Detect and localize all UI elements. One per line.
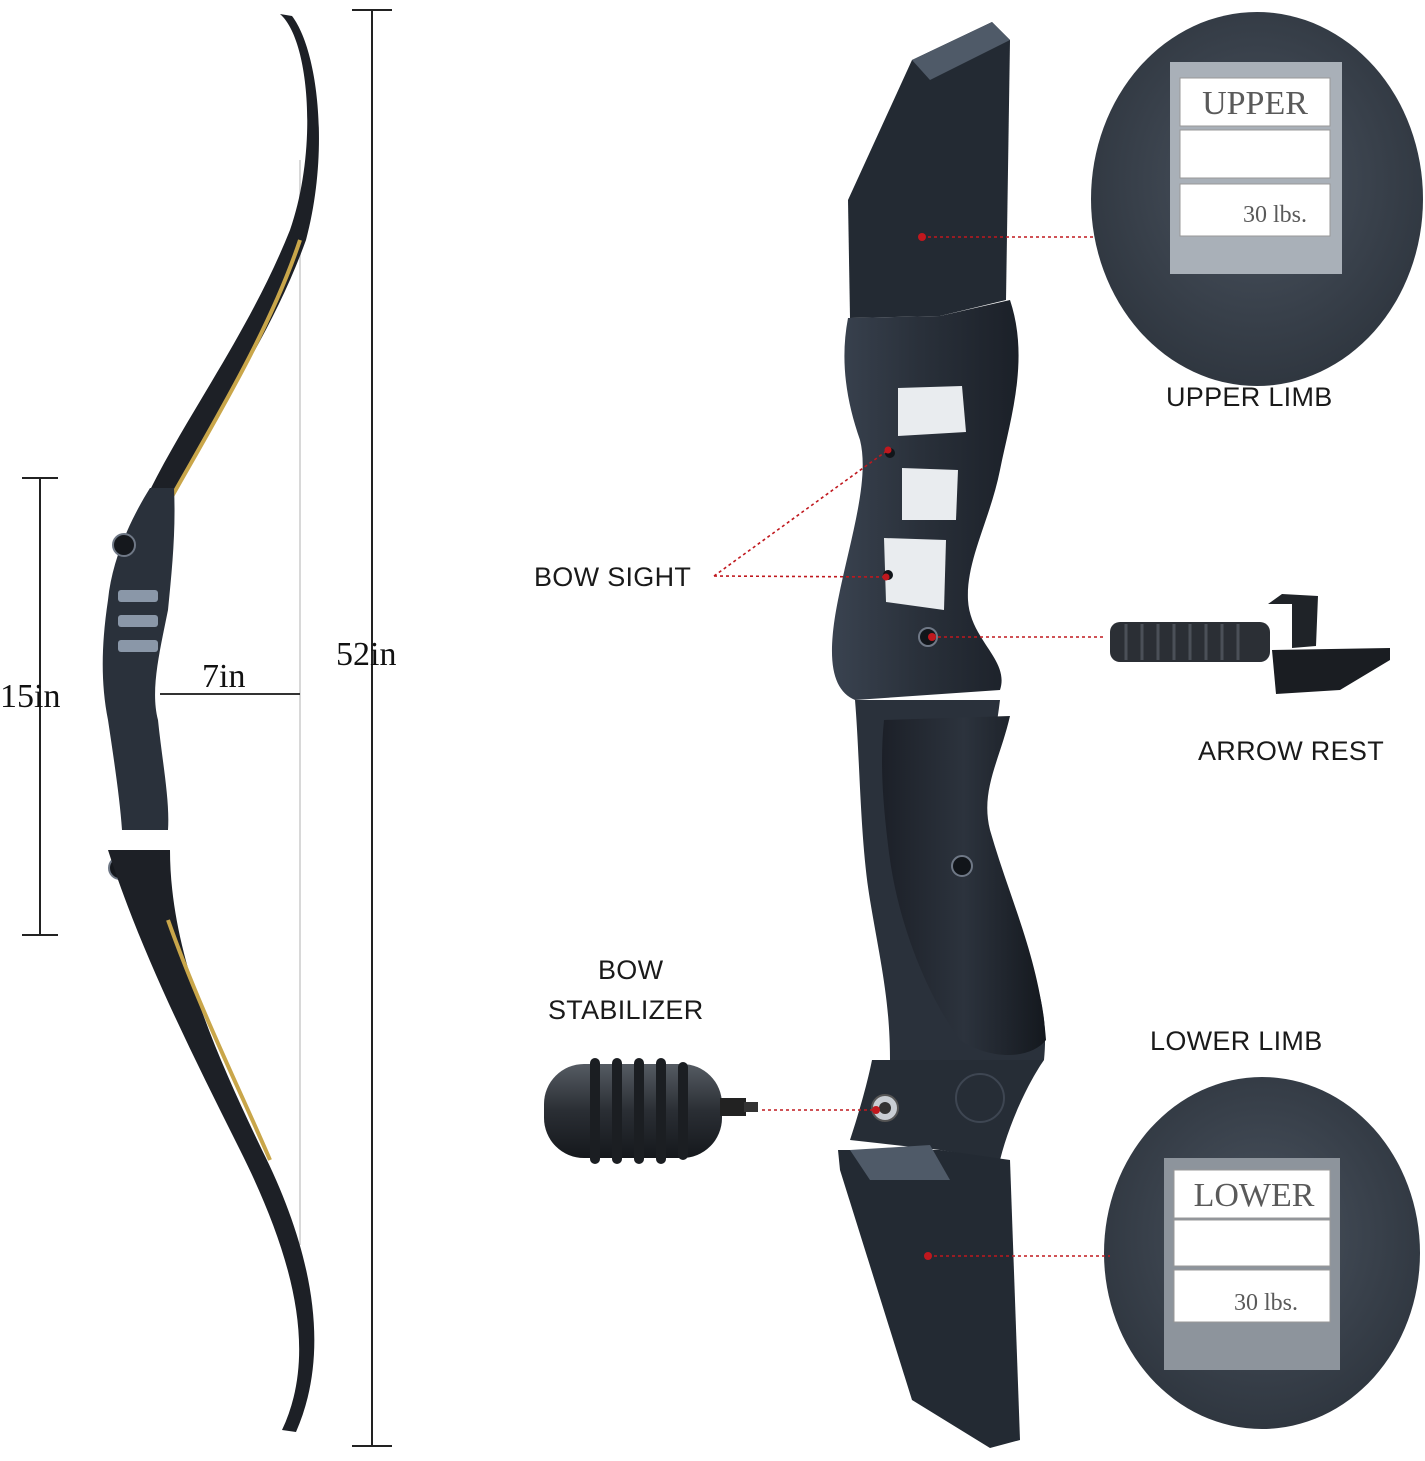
upper-limb-pocket <box>848 22 1010 318</box>
arrow-rest-image <box>1110 594 1390 694</box>
upper-limb-edge <box>168 239 302 501</box>
lower-tag-title: LOWER <box>1194 1177 1315 1214</box>
limb-bolt <box>112 533 136 557</box>
riser-window <box>118 590 158 602</box>
upper-tag-weight: 30 lbs. <box>1243 202 1307 228</box>
bow-sight-label: BOW SIGHT <box>534 562 692 592</box>
riser-window <box>898 386 966 436</box>
full-bow-side-view <box>22 9 392 1447</box>
arrow-rest-label: ARROW REST <box>1198 736 1385 766</box>
upper-limb-shape <box>150 14 319 500</box>
leader-lines <box>713 236 1110 1257</box>
upper-limb-zoom <box>1091 12 1423 386</box>
upper-limb-label: UPPER LIMB <box>1166 382 1333 412</box>
grip <box>882 716 1046 1055</box>
leader-dots <box>872 233 936 1260</box>
riser-window <box>118 640 158 652</box>
upper-tag-title: UPPER <box>1202 85 1308 122</box>
lower-limb-zoom <box>1104 1077 1420 1429</box>
riser-window <box>902 468 958 520</box>
bow-stabilizer-label-line2: STABILIZER <box>548 995 704 1025</box>
grip-screw <box>951 855 973 877</box>
riser-window <box>118 615 158 627</box>
lower-limb-edge <box>166 919 272 1161</box>
brace-height-label: 7in <box>202 658 246 695</box>
lower-limb-label: LOWER LIMB <box>1150 1026 1323 1056</box>
total-length-label: 52in <box>336 636 397 673</box>
lower-limb-pocket <box>838 1150 1020 1448</box>
riser-length-label: 15in <box>0 678 61 715</box>
riser-window <box>884 538 946 610</box>
riser-shape <box>102 488 175 830</box>
riser-closeup <box>831 22 1046 1448</box>
lower-tag-weight: 30 lbs. <box>1234 1290 1298 1316</box>
lower-limb-shape <box>108 850 315 1432</box>
stabilizer-image <box>544 1058 758 1164</box>
bow-stabilizer-label-line1: BOW <box>598 955 664 985</box>
riser-lower-neck <box>850 1060 1044 1160</box>
